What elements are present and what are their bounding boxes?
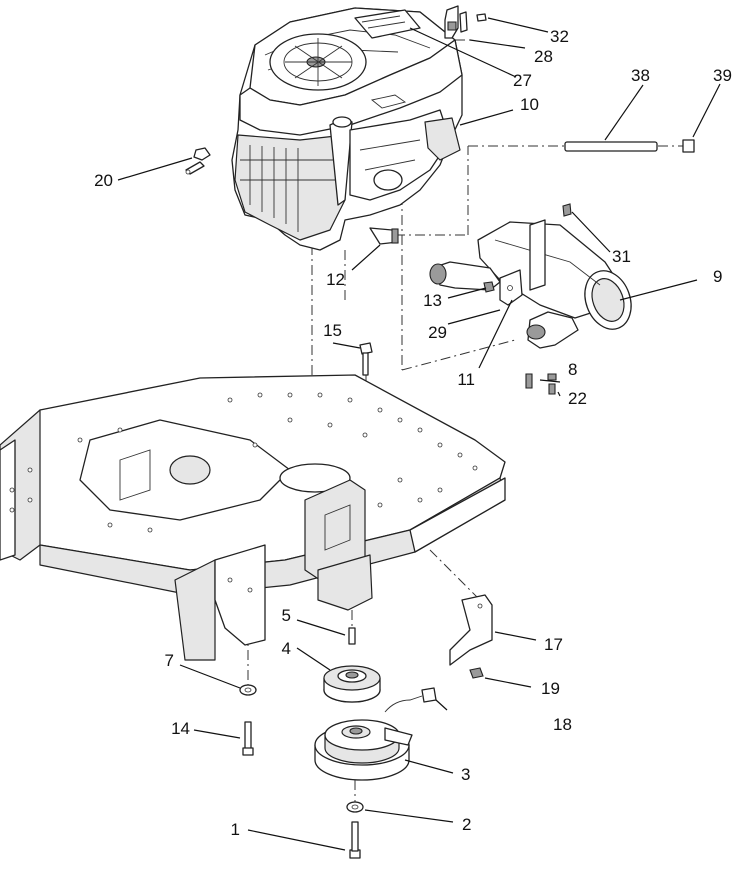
callout-7: 7 bbox=[165, 651, 174, 670]
callout-17: 17 bbox=[544, 635, 563, 654]
callout-12: 12 bbox=[326, 270, 345, 289]
callout-31: 31 bbox=[612, 247, 631, 266]
callout-9: 9 bbox=[713, 267, 722, 286]
mower-frame bbox=[0, 374, 506, 661]
callout-2: 2 bbox=[462, 815, 471, 834]
callout-28: 28 bbox=[534, 47, 553, 66]
callout-15: 15 bbox=[323, 321, 342, 340]
callout-18: 18 bbox=[553, 715, 572, 734]
callout-11: 11 bbox=[457, 370, 475, 389]
engine-assembly bbox=[231, 7, 463, 251]
callout-39: 39 bbox=[713, 66, 732, 85]
callout-22: 22 bbox=[568, 389, 587, 408]
stud-and-nut bbox=[185, 147, 211, 175]
callout-8: 8 bbox=[568, 360, 577, 379]
callout-32: 32 bbox=[550, 27, 569, 46]
callout-29: 29 bbox=[428, 323, 447, 342]
frame-holes bbox=[9, 392, 478, 593]
callout-13: 13 bbox=[423, 291, 442, 310]
callout-4: 4 bbox=[282, 639, 291, 658]
callout-labels: 1 2 3 4 5 7 8 9 10 11 12 13 14 15 17 18 … bbox=[94, 27, 732, 839]
muffler-assembly bbox=[429, 203, 632, 395]
callout-3: 3 bbox=[461, 765, 470, 784]
callout-10: 10 bbox=[520, 95, 539, 114]
leader-lines bbox=[117, 17, 721, 851]
mount-hardware-7-14 bbox=[239, 684, 257, 756]
callout-38: 38 bbox=[631, 66, 650, 85]
callout-14: 14 bbox=[171, 719, 190, 738]
bracket-17 bbox=[449, 594, 493, 679]
clutch-stack bbox=[314, 627, 437, 859]
callout-5: 5 bbox=[282, 606, 291, 625]
cable-bracket-parts bbox=[444, 5, 487, 39]
callout-20: 20 bbox=[94, 171, 113, 190]
callout-27: 27 bbox=[513, 71, 532, 90]
callout-19: 19 bbox=[541, 679, 560, 698]
fuel-line bbox=[564, 139, 695, 153]
callout-1: 1 bbox=[231, 820, 240, 839]
bolt-15 bbox=[359, 342, 373, 376]
